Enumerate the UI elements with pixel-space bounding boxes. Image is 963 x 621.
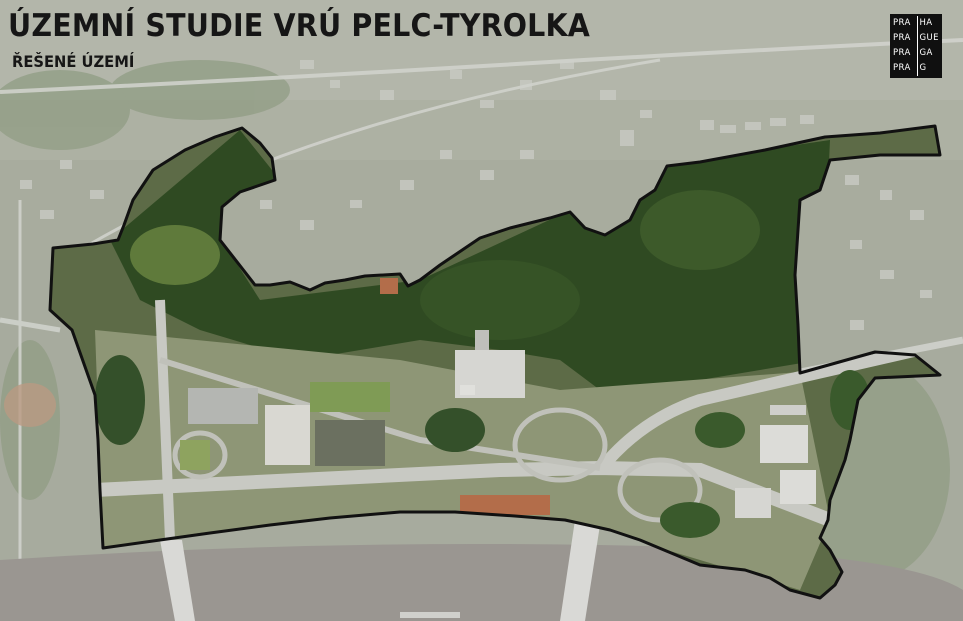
bridge-west [160, 540, 195, 621]
outside-buildings [20, 60, 932, 330]
title-block: ÚZEMNÍ STUDIE VRÚ PELC-TYROLKA ŘEŠENÉ ÚZ… [8, 8, 641, 72]
logo-text: PRA [893, 63, 911, 73]
logo-text: PRA [893, 48, 911, 58]
bridge-east [560, 520, 600, 621]
logo-text: HA [916, 16, 940, 31]
logo-text: G [916, 61, 940, 76]
boat [400, 612, 460, 618]
logo-text: GUE [916, 31, 940, 46]
page-subtitle: ŘEŠENÉ ÚZEMÍ [12, 52, 135, 71]
logo-text: PRA [893, 33, 911, 43]
area-boundary [48, 124, 942, 600]
logo-text: GA [916, 46, 940, 61]
page-title: ÚZEMNÍ STUDIE VRÚ PELC-TYROLKA [8, 8, 591, 44]
logo-text: PRA [893, 18, 911, 28]
ballfield-outside [4, 383, 56, 427]
praha-logo: PRA HA PRA GUE PRA GA PRA G [890, 14, 942, 78]
